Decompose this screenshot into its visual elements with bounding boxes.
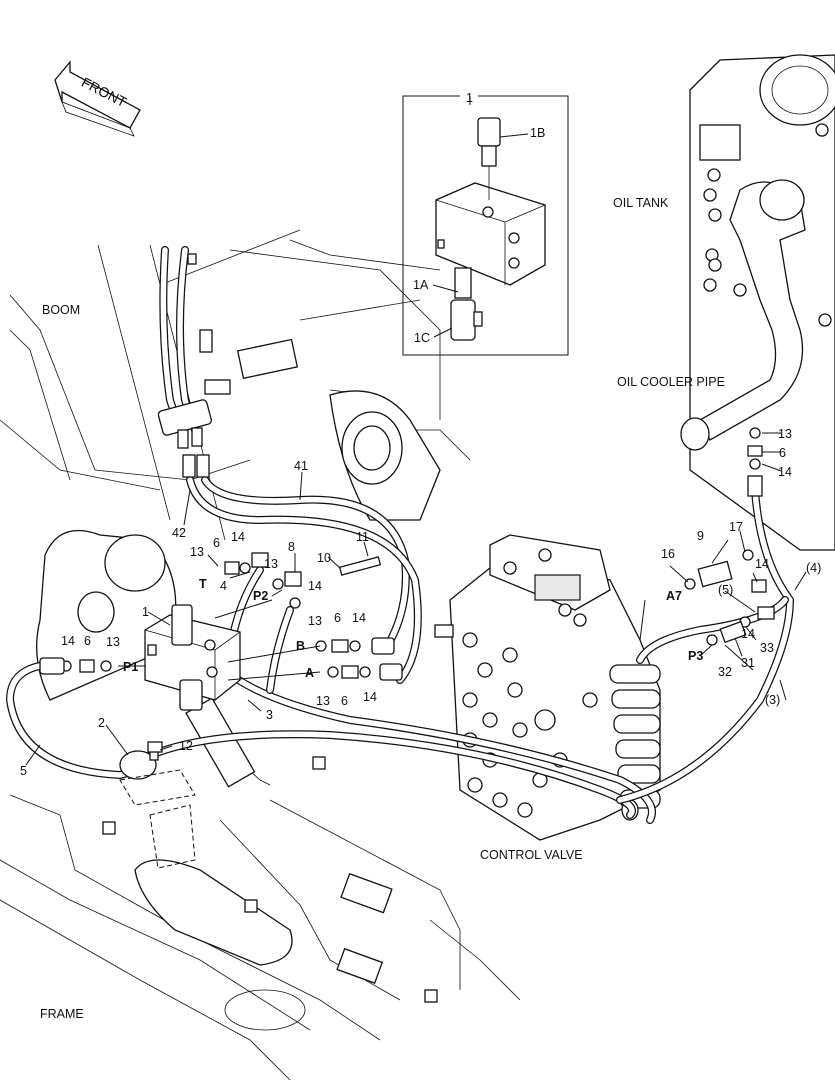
port-t: T [199, 577, 207, 591]
inset-labels: 1 1B 1A 1C [413, 91, 545, 345]
port-a: A [305, 666, 314, 680]
callout-14f: 14 [778, 465, 792, 479]
callout-13d: 13 [308, 614, 322, 628]
leader-lines [25, 96, 807, 766]
callout-paren-4: (4) [806, 561, 821, 575]
callout-14a: 14 [231, 530, 245, 544]
callout-14d: 14 [352, 611, 366, 625]
section-labels: BOOM FRAME OIL TANK OIL COOLER PIPE CONT… [40, 196, 725, 1021]
callout-6a: 6 [213, 536, 220, 550]
callout-6e: 6 [779, 446, 786, 460]
callout-14g: 14 [755, 557, 769, 571]
oil-tank [680, 54, 835, 551]
callout-paren-5: (5) [718, 583, 733, 597]
port-labels: T P2 P1 B A A7 P3 [123, 577, 703, 680]
callout-31: 31 [741, 656, 755, 670]
callout-4: 4 [220, 579, 227, 593]
callout-paren-3: (3) [765, 693, 780, 707]
callout-12: 12 [179, 739, 193, 753]
inset-valve-block [435, 117, 546, 341]
callout-11: 11 [356, 530, 369, 544]
part-1c: 1C [414, 331, 430, 345]
port-p1: P1 [123, 660, 138, 674]
callout-32: 32 [718, 665, 732, 679]
callout-16: 16 [661, 547, 675, 561]
callout-10: 10 [317, 551, 331, 565]
inset-detail [402, 95, 569, 356]
frame-structure [0, 697, 521, 1080]
part-1a: 1A [413, 278, 429, 292]
valve-ports [462, 632, 598, 818]
callout-13f: 13 [778, 427, 792, 441]
port-b: B [296, 639, 305, 653]
front-arrow-icon: FRONT [54, 60, 141, 137]
frame-label: FRAME [40, 1007, 84, 1021]
oil-cooler-pipe-label: OIL COOLER PIPE [617, 375, 725, 389]
callout-17: 17 [729, 520, 743, 534]
port-p3: P3 [688, 649, 703, 663]
oil-tank-label: OIL TANK [613, 196, 669, 210]
callout-6d: 6 [341, 694, 348, 708]
callout-14b: 14 [61, 634, 75, 648]
fittings [39, 427, 775, 753]
callout-13b: 13 [264, 557, 278, 571]
port-a7: A7 [666, 589, 682, 603]
callout-13c: 13 [106, 635, 120, 649]
callout-14h: 14 [741, 627, 755, 641]
callout-13a: 13 [190, 545, 204, 559]
callout-42: 42 [172, 526, 186, 540]
boom-structure [0, 229, 471, 701]
callout-numbers: 1 2 3 4 5 6 6 6 6 6 8 9 10 11 12 13 13 1… [20, 427, 821, 778]
bracket [119, 744, 196, 869]
callout-9: 9 [697, 529, 704, 543]
part-1b: 1B [530, 126, 545, 140]
callout-13e: 13 [316, 694, 330, 708]
callout-14c: 14 [308, 579, 322, 593]
callout-5: 5 [20, 764, 27, 778]
selector-valve [144, 604, 241, 711]
callout-2: 2 [98, 716, 105, 730]
callout-33: 33 [760, 641, 774, 655]
callout-8: 8 [288, 540, 295, 554]
callout-6c: 6 [334, 611, 341, 625]
boom-label: BOOM [42, 303, 80, 317]
control-valve-label: CONTROL VALVE [480, 848, 583, 862]
callout-6b: 6 [84, 634, 91, 648]
port-p2: P2 [253, 589, 268, 603]
inset-number: 1 [466, 91, 473, 105]
boom-fittings [157, 399, 213, 478]
callout-1: 1 [142, 605, 149, 619]
control-valve [434, 534, 661, 841]
callout-41: 41 [294, 459, 308, 473]
callout-3: 3 [266, 708, 273, 722]
hoses [6, 246, 794, 824]
callout-14e: 14 [363, 690, 377, 704]
